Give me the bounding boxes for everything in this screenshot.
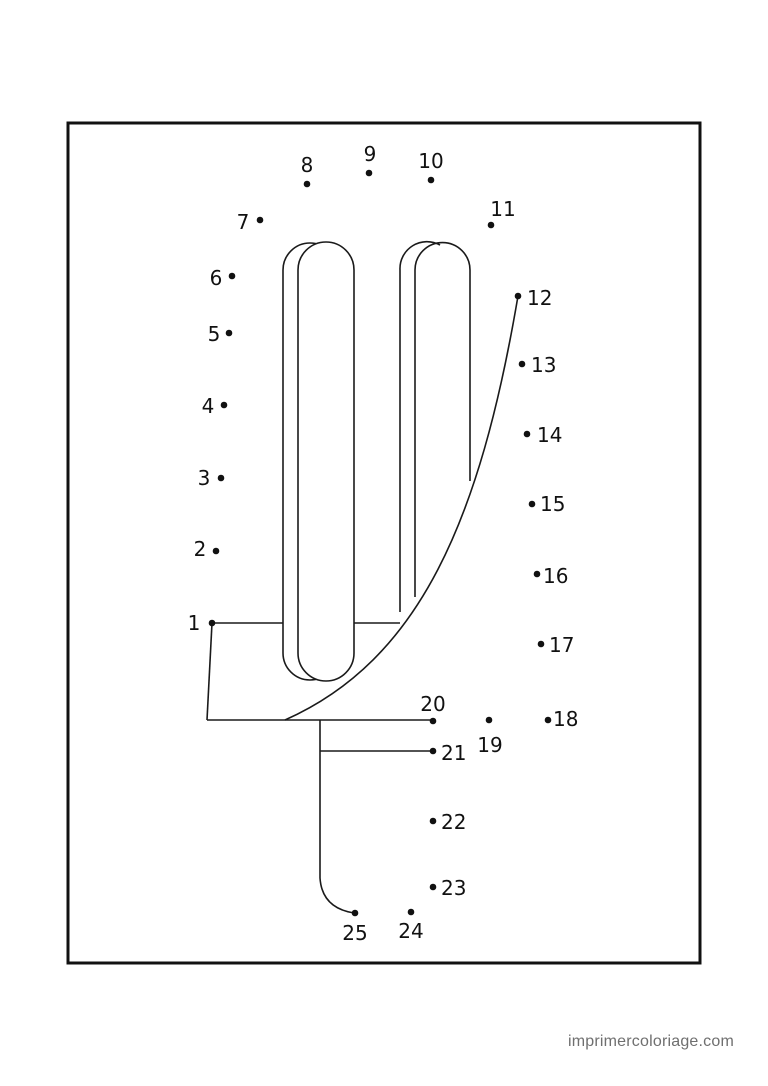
right-stick-front-outline [414, 241, 471, 597]
dot-number-label: 1 [188, 611, 201, 635]
dot-11: 11 [487, 197, 516, 229]
dot-number-label: 20 [420, 692, 445, 716]
dot-number-label: 21 [441, 741, 466, 765]
dot-24: 24 [398, 908, 424, 943]
dot-marker [256, 216, 264, 224]
dot-number-label: 24 [398, 919, 423, 943]
site-credit: imprimercoloriage.com [567, 1033, 734, 1050]
dot-number-label: 3 [198, 466, 211, 490]
dot-number-label: 23 [441, 876, 466, 900]
dot-25: 25 [342, 909, 368, 945]
dot-marker [429, 747, 437, 755]
dot-9: 9 [364, 142, 377, 177]
dot-number-label: 15 [540, 492, 565, 516]
dot-12: 12 [514, 286, 552, 310]
dot-7: 7 [237, 210, 264, 234]
dot-number-label: 11 [490, 197, 515, 221]
dot-number-label: 12 [527, 286, 552, 310]
dot-number-label: 10 [418, 149, 443, 173]
dot-13: 13 [518, 353, 556, 377]
dot-marker [523, 430, 531, 438]
dot-marker [537, 640, 545, 648]
dot-marker [407, 908, 415, 916]
dot-19: 19 [477, 716, 503, 757]
dot-number-label: 18 [553, 707, 578, 731]
dot-marker [429, 717, 437, 725]
dot-marker [518, 360, 526, 368]
dot-23: 23 [429, 876, 466, 900]
dot-number-label: 5 [208, 322, 221, 346]
dot-number-label: 22 [441, 810, 466, 834]
dot-2: 2 [194, 537, 220, 561]
dot-15: 15 [528, 492, 565, 516]
dot-marker [365, 169, 373, 177]
dot-10: 10 [418, 149, 444, 184]
dot-marker [217, 474, 225, 482]
dot-1: 1 [188, 611, 216, 635]
dot-marker [303, 180, 311, 188]
dot-marker [351, 909, 359, 917]
dot-17: 17 [537, 633, 574, 657]
dot-marker [212, 547, 220, 555]
popsicle-line-art [206, 240, 519, 914]
dot-marker [429, 883, 437, 891]
dot-marker [514, 292, 522, 300]
dot-marker [208, 619, 216, 627]
dot-number-label: 2 [194, 537, 207, 561]
dot-marker [487, 221, 495, 229]
dot-number-label: 16 [543, 564, 568, 588]
dot-marker [220, 401, 228, 409]
dot-number-label: 25 [342, 921, 367, 945]
dot-marker [225, 329, 233, 337]
dot-3: 3 [198, 466, 225, 490]
dot-18: 18 [544, 707, 578, 731]
dot-number-label: 7 [237, 210, 250, 234]
dot-number-label: 4 [202, 394, 215, 418]
dot-marker [544, 716, 552, 724]
dot-6: 6 [210, 266, 236, 290]
worksheet-frame [66, 121, 702, 965]
dot-number-label: 6 [210, 266, 223, 290]
dot-number-label: 9 [364, 142, 377, 166]
left-stick-front-outline [297, 241, 355, 682]
dot-20: 20 [420, 692, 446, 725]
dot-8: 8 [301, 153, 314, 188]
dot-marker [528, 500, 536, 508]
dot-number-label: 17 [549, 633, 574, 657]
dot-21: 21 [429, 741, 466, 765]
dot-16: 16 [533, 564, 568, 588]
dot-marker [429, 817, 437, 825]
dot-marker [427, 176, 435, 184]
dot-22: 22 [429, 810, 466, 834]
dot-14: 14 [523, 423, 562, 447]
pop-curved-edge [284, 295, 519, 721]
pop-left-side [206, 622, 213, 721]
dot-number-label: 8 [301, 153, 314, 177]
dot-5: 5 [208, 322, 233, 346]
dot-number-label: 14 [537, 423, 562, 447]
dot-number-label: 19 [477, 733, 502, 757]
dot-marker [485, 716, 493, 724]
dot-4: 4 [202, 394, 228, 418]
dot-marker [228, 272, 236, 280]
right-stick-back-outline [399, 240, 441, 612]
dot-number-label: 13 [531, 353, 556, 377]
dot-marker [533, 570, 541, 578]
handle-stem [319, 720, 355, 914]
